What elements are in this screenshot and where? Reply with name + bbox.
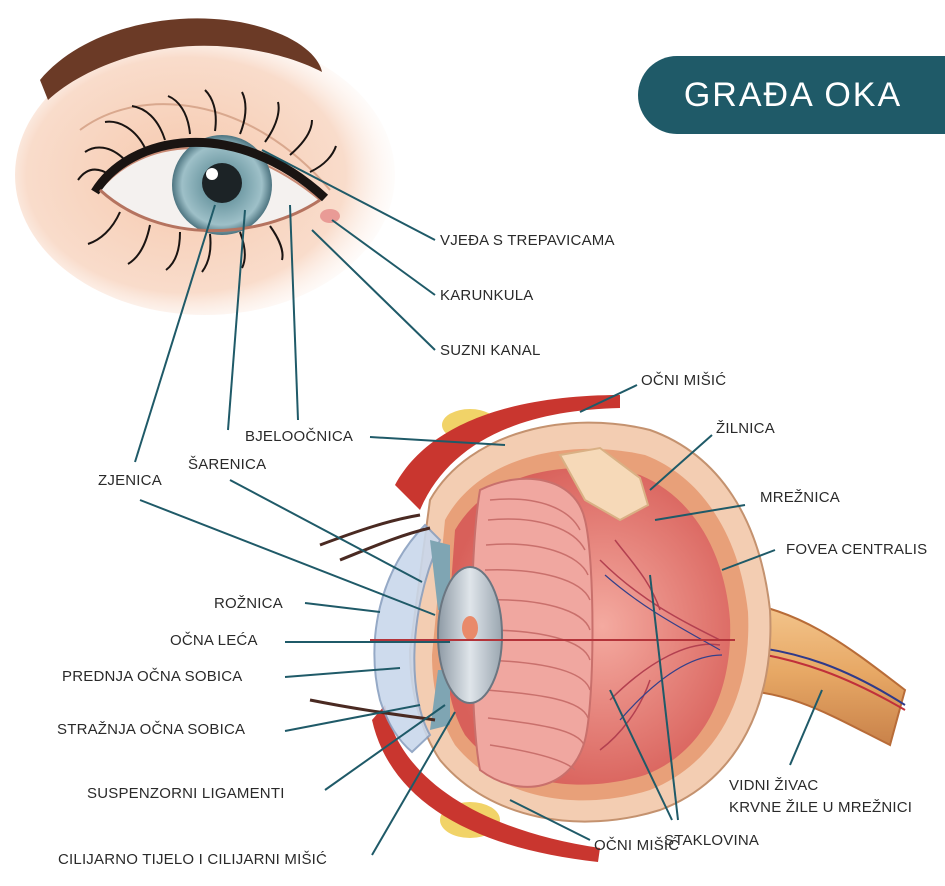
- label-staklovina: STAKLOVINA: [664, 832, 759, 850]
- label-krvne-zile: KRVNE ŽILE U MREŽNICI: [729, 799, 912, 817]
- eye-highlight: [206, 168, 218, 180]
- label-cilijarno: CILIJARNO TIJELO I CILIJARNI MIŠIĆ: [58, 851, 327, 869]
- caruncle: [320, 209, 340, 223]
- label-straznja: STRAŽNJA OČNA SOBICA: [57, 721, 245, 739]
- label-mreznica: MREŽNICA: [760, 489, 840, 507]
- label-karunkula: KARUNKULA: [440, 287, 534, 305]
- label-vidni-zivac: VIDNI ŽIVAC: [729, 777, 818, 795]
- label-ocni-misic-top: OČNI MIŠIĆ: [641, 372, 726, 390]
- label-ocna-leca: OČNA LEĆA: [170, 632, 258, 650]
- pupil: [202, 163, 242, 203]
- label-zjenica: ZJENICA: [98, 472, 162, 490]
- label-suspenzorni: SUSPENZORNI LIGAMENTI: [87, 785, 285, 803]
- label-sarenica: ŠARENICA: [188, 456, 266, 474]
- label-prednja: PREDNJA OČNA SOBICA: [62, 668, 243, 686]
- title-badge: GRAĐA OKA: [638, 56, 945, 134]
- lens-nucleus: [462, 616, 478, 640]
- label-bjeloocnica: BJELOOČNICA: [245, 428, 353, 446]
- page-title: GRAĐA OKA: [684, 76, 902, 115]
- eye-illustration: [15, 18, 395, 315]
- label-suzni-kanal: SUZNI KANAL: [440, 342, 541, 360]
- label-vjeda: VJEĐA S TREPAVICAMA: [440, 232, 615, 250]
- label-roznica: ROŽNICA: [214, 595, 283, 613]
- label-fovea: FOVEA CENTRALIS: [786, 541, 927, 559]
- label-zilnica: ŽILNICA: [716, 420, 775, 438]
